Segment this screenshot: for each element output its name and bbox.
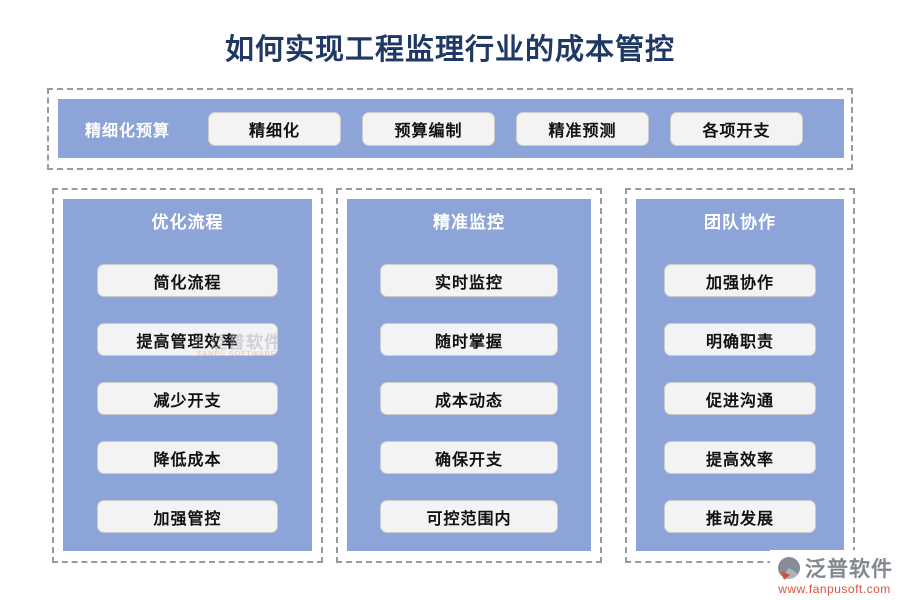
budget-item-refinement: 精细化 bbox=[208, 111, 342, 146]
teamwork-column-box: 团队协作 加强协作 明确职责 促进沟通 提高效率 推动发展 bbox=[625, 188, 855, 563]
process-item-lower-cost: 降低成本 bbox=[96, 441, 279, 474]
budget-section-label: 精细化预算 bbox=[85, 122, 171, 140]
teamwork-panel-title: 团队协作 bbox=[704, 213, 776, 232]
brand-logo-text: 泛普软件 bbox=[805, 558, 893, 581]
monitoring-column-box: 精准监控 实时监控 随时掌握 成本动态 确保开支 可控范围内 bbox=[336, 188, 602, 563]
budget-section-box: 精细化预算 精细化 预算编制 精准预测 各项开支 bbox=[47, 88, 853, 170]
teamwork-item-responsibility: 明确职责 bbox=[664, 323, 816, 356]
process-panel: 优化流程 简化流程 提高管理效率 减少开支 降低成本 加强管控 bbox=[63, 199, 312, 551]
brand-logo[interactable]: 泛普软件 www.fanpusoft.com bbox=[770, 550, 899, 598]
page-title: 如何实现工程监理行业的成本管控 bbox=[224, 34, 675, 66]
fanpu-logo-icon bbox=[778, 557, 800, 580]
process-column-box: 优化流程 简化流程 提高管理效率 减少开支 降低成本 加强管控 bbox=[52, 188, 323, 563]
process-item-efficiency: 提高管理效率 bbox=[96, 323, 279, 356]
budget-item-compilation: 预算编制 bbox=[362, 111, 496, 146]
teamwork-item-communication: 促进沟通 bbox=[664, 382, 816, 415]
budget-item-expenses: 各项开支 bbox=[670, 111, 804, 146]
process-panel-title: 优化流程 bbox=[151, 213, 224, 232]
teamwork-item-efficiency: 提高效率 bbox=[664, 441, 816, 474]
budget-section-bar: 精细化预算 精细化 预算编制 精准预测 各项开支 bbox=[58, 99, 844, 158]
monitoring-item-controllable: 可控范围内 bbox=[379, 500, 559, 533]
monitoring-item-cost-dynamics: 成本动态 bbox=[379, 382, 559, 415]
process-item-reduce-spend: 减少开支 bbox=[96, 382, 279, 415]
monitoring-panel: 精准监控 实时监控 随时掌握 成本动态 确保开支 可控范围内 bbox=[347, 199, 591, 551]
monitoring-item-anytime: 随时掌握 bbox=[379, 323, 559, 356]
process-item-simplify: 简化流程 bbox=[96, 264, 279, 297]
monitoring-panel-title: 精准监控 bbox=[433, 213, 505, 232]
budget-item-group: 精细化 预算编制 精准预测 各项开支 bbox=[208, 111, 804, 146]
monitoring-item-realtime: 实时监控 bbox=[379, 264, 559, 297]
teamwork-item-development: 推动发展 bbox=[664, 500, 816, 533]
teamwork-panel: 团队协作 加强协作 明确职责 促进沟通 提高效率 推动发展 bbox=[636, 199, 844, 551]
process-item-control: 加强管控 bbox=[96, 500, 279, 533]
teamwork-item-collaboration: 加强协作 bbox=[664, 264, 816, 297]
budget-item-forecast: 精准预测 bbox=[516, 111, 650, 146]
brand-logo-url[interactable]: www.fanpusoft.com bbox=[778, 582, 891, 596]
monitoring-item-ensure-spend: 确保开支 bbox=[379, 441, 559, 474]
